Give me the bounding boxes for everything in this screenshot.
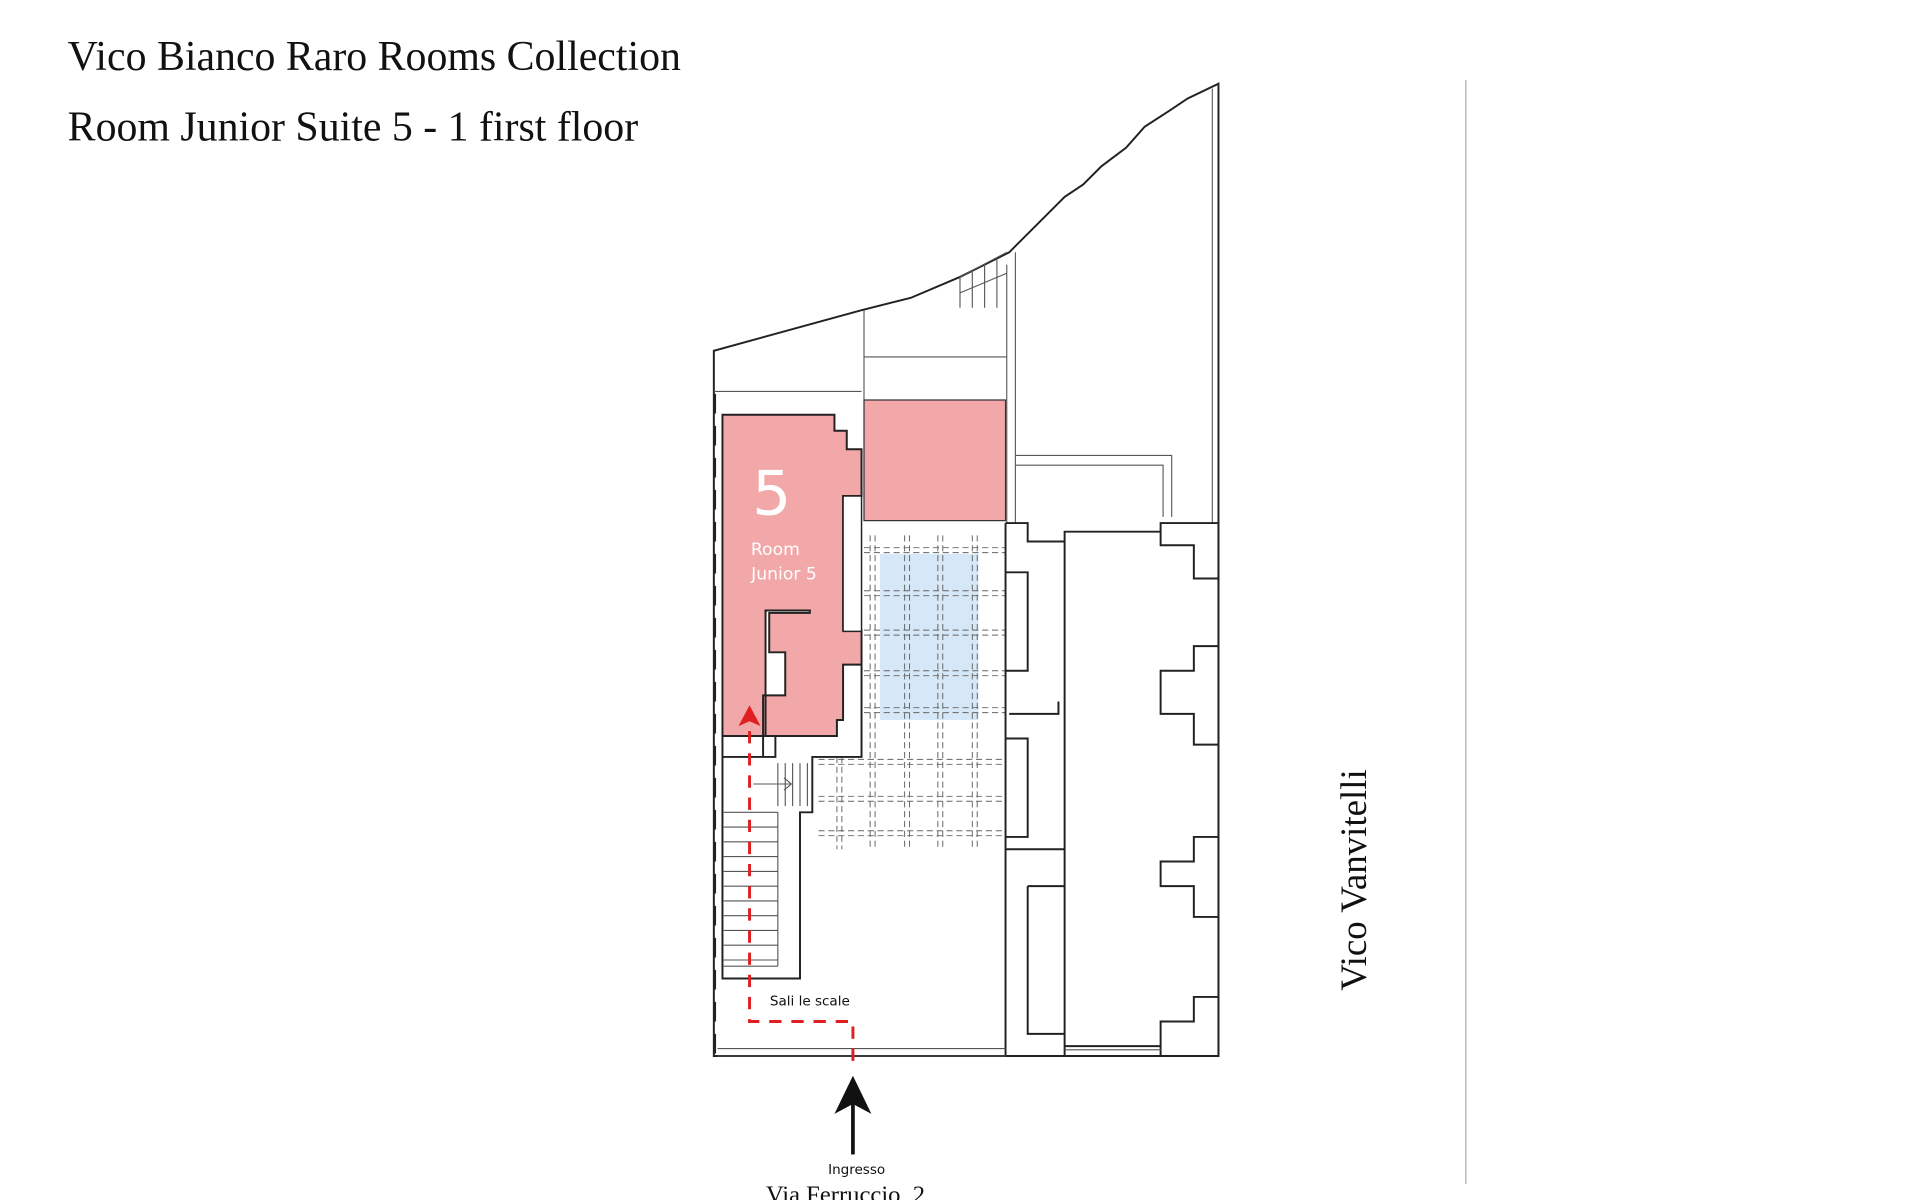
balcony (1015, 454, 1173, 517)
pool-area (880, 553, 979, 720)
room-label-line1: Room (751, 540, 800, 560)
entrance-arrow-icon (834, 1075, 872, 1114)
page-title: Vico Bianco Raro Rooms Collection (68, 34, 681, 80)
route-label: Sali le scale (770, 994, 850, 1010)
entrance-label: Ingresso (828, 1162, 885, 1178)
street-label-right: Vico Vanvitelli (1333, 769, 1374, 991)
room-number: 5 (752, 457, 791, 529)
roof-stair (959, 251, 1008, 308)
room-5-area (721, 413, 863, 737)
street-label-bottom: Via Ferruccio, 2 (766, 1181, 925, 1200)
right-building-block (1004, 522, 1220, 1057)
bottom-wall (717, 1048, 1161, 1057)
adjacent-room-area (863, 399, 1007, 522)
pergola-grid (818, 535, 1006, 850)
building-outline (712, 82, 1220, 1057)
room-label-line2: Junior 5 (750, 565, 817, 585)
page-subtitle: Room Junior Suite 5 - 1 first floor (68, 104, 639, 150)
route-path (748, 726, 855, 1061)
staircase (723, 763, 808, 967)
route-arrow-icon (738, 705, 761, 727)
